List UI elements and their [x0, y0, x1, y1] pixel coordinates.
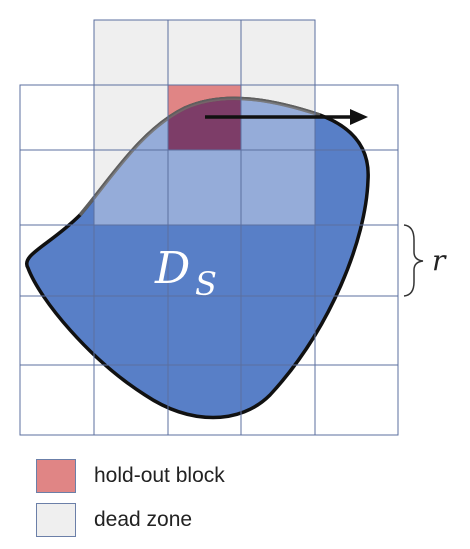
- region-label: D: [154, 243, 190, 294]
- legend-label: hold-out block: [94, 464, 225, 487]
- dead-zone-swatch: [36, 503, 76, 537]
- region-label-subscript: S: [195, 265, 217, 303]
- dead-zone-cell: [94, 20, 168, 85]
- direction-arrow: [205, 109, 368, 125]
- scale-label: r: [432, 244, 447, 277]
- diagram-canvas: D S r: [19, 19, 447, 436]
- dead-zone-cell: [168, 20, 241, 85]
- legend-label: dead zone: [94, 508, 193, 531]
- brace-icon: [403, 224, 424, 297]
- legend-item-hold-out: hold-out block: [36, 459, 225, 493]
- grid: [19, 19, 399, 436]
- hold-out-swatch: [36, 459, 76, 493]
- legend-item-dead-zone: dead zone: [36, 503, 192, 537]
- dead-zone-cell: [241, 20, 315, 85]
